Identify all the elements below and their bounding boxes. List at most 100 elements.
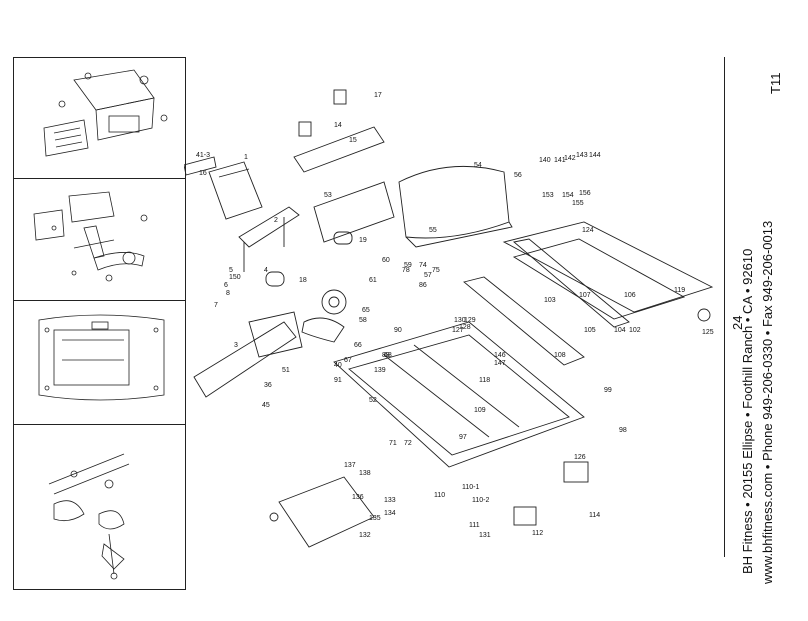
part-callout-88: 88 xyxy=(382,352,390,359)
part-callout-90: 90 xyxy=(394,327,402,334)
part-callout-111: 111 xyxy=(469,522,480,529)
part-callout-134: 134 xyxy=(384,510,396,517)
part-callout-78: 78 xyxy=(402,267,410,274)
part-callout-71: 71 xyxy=(389,440,397,447)
motor-hood xyxy=(398,165,510,239)
part-callout-6: 6 xyxy=(224,282,228,289)
upright-top xyxy=(293,126,385,173)
part-callout-67: 67 xyxy=(344,357,352,364)
part-callout-68: 68 xyxy=(384,352,392,359)
lift-base xyxy=(278,476,375,548)
part-callout-57: 57 xyxy=(424,272,432,279)
part-callout-108: 108 xyxy=(554,352,566,359)
part-callout-138: 138 xyxy=(359,470,371,477)
part-callout-54: 54 xyxy=(474,162,482,169)
part-callout-14: 14 xyxy=(334,122,342,129)
part-callout-137: 137 xyxy=(344,462,356,469)
part-callout-4: 4 xyxy=(264,267,268,274)
thumbnail-console-assembly xyxy=(14,58,185,179)
part-callout-155: 155 xyxy=(572,200,584,207)
part-callout-129: 129 xyxy=(464,317,476,324)
part-callout-136: 136 xyxy=(352,494,364,501)
part-callout-110: 110 xyxy=(434,492,445,499)
part-callout-153: 153 xyxy=(542,192,554,199)
part-callout-56: 56 xyxy=(514,172,522,179)
part-callout-105: 105 xyxy=(584,327,596,334)
part-callout-154: 154 xyxy=(562,192,574,199)
part-callout-58: 58 xyxy=(359,317,367,324)
running-deck xyxy=(512,238,686,320)
part-callout-104: 104 xyxy=(614,327,626,334)
handlebar-frame xyxy=(238,206,300,248)
drive-motor xyxy=(321,289,347,315)
part-callout-19: 19 xyxy=(359,237,367,244)
part-callout-3: 3 xyxy=(234,342,238,349)
part-callout-36: 36 xyxy=(264,382,272,389)
subassembly-thumbnail-column xyxy=(13,57,186,590)
part-callout-91: 91 xyxy=(334,377,342,384)
part-callout-52: 52 xyxy=(369,397,377,404)
part-callout-146: 146 xyxy=(494,352,506,359)
part-callout-150: 150 xyxy=(229,274,241,281)
part-callout-133: 133 xyxy=(384,497,396,504)
part-callout-109: 109 xyxy=(474,407,486,414)
part-callout-65: 65 xyxy=(362,307,370,314)
part-callout-41-3: 41-3 xyxy=(196,152,210,159)
part-callout-98: 98 xyxy=(619,427,627,434)
part-callout-60: 60 xyxy=(382,257,390,264)
part-callout-110-2: 110-2 xyxy=(472,497,489,504)
part-callout-53: 53 xyxy=(324,192,332,199)
part-callout-119: 119 xyxy=(674,287,685,294)
part-callout-layer: 12345678141516171819364041-3455152535455… xyxy=(196,92,714,539)
part-callout-135: 135 xyxy=(369,515,381,522)
thumbnail-motor-cover-panel xyxy=(14,300,185,425)
part-callout-16: 16 xyxy=(199,170,207,177)
part-callout-45: 45 xyxy=(262,402,270,409)
part-callout-126: 126 xyxy=(574,454,586,461)
part-callout-15: 15 xyxy=(349,137,357,144)
part-callout-130: 130 xyxy=(454,317,466,324)
part-callout-18: 18 xyxy=(299,277,307,284)
part-callout-140: 140 xyxy=(539,157,551,164)
thumbnail-lift-frame xyxy=(14,424,185,589)
part-callout-8: 8 xyxy=(226,290,230,297)
part-callout-147: 147 xyxy=(494,360,506,367)
console-housing xyxy=(208,161,263,220)
part-callout-112: 112 xyxy=(532,530,543,537)
part-callout-5: 5 xyxy=(229,267,233,274)
part-callout-141: 141 xyxy=(554,157,566,164)
company-address-line: BH Fitness • 20155 Ellipse • Foothill Ra… xyxy=(740,248,755,574)
part-callout-51: 51 xyxy=(282,367,290,374)
part-callout-124: 124 xyxy=(582,227,594,234)
part-callout-110-1: 110-1 xyxy=(462,484,479,491)
part-callout-55: 55 xyxy=(429,227,437,234)
part-callout-40: 40 xyxy=(334,362,342,369)
part-callout-142: 142 xyxy=(564,155,576,162)
part-callout-107: 107 xyxy=(579,292,591,299)
part-callout-106: 106 xyxy=(624,292,636,299)
contact-line: www.bhfitness.com • Phone 949-206-0330 •… xyxy=(760,220,775,584)
part-callout-72: 72 xyxy=(404,440,412,447)
part-callout-86: 86 xyxy=(419,282,427,289)
part-callout-99: 99 xyxy=(604,387,612,394)
frame-drawing xyxy=(183,89,714,548)
part-callout-59: 59 xyxy=(404,262,412,269)
part-callout-66: 66 xyxy=(354,342,362,349)
part-callout-144: 144 xyxy=(589,152,601,159)
part-callout-97: 97 xyxy=(459,434,467,441)
part-callout-2: 2 xyxy=(274,217,278,224)
part-callout-75: 75 xyxy=(432,267,440,274)
thumbnail-handlebar-assembly xyxy=(14,178,185,301)
part-callout-17: 17 xyxy=(374,92,382,99)
part-callout-102: 102 xyxy=(629,327,641,334)
part-callout-132: 132 xyxy=(359,532,371,539)
model-code: T11 xyxy=(768,72,783,94)
main-frame xyxy=(333,321,585,468)
part-callout-139: 139 xyxy=(374,367,386,374)
part-callout-128: 128 xyxy=(459,324,471,331)
part-callout-7: 7 xyxy=(214,302,218,309)
part-callout-125: 125 xyxy=(702,329,714,336)
part-callout-118: 118 xyxy=(479,377,490,384)
